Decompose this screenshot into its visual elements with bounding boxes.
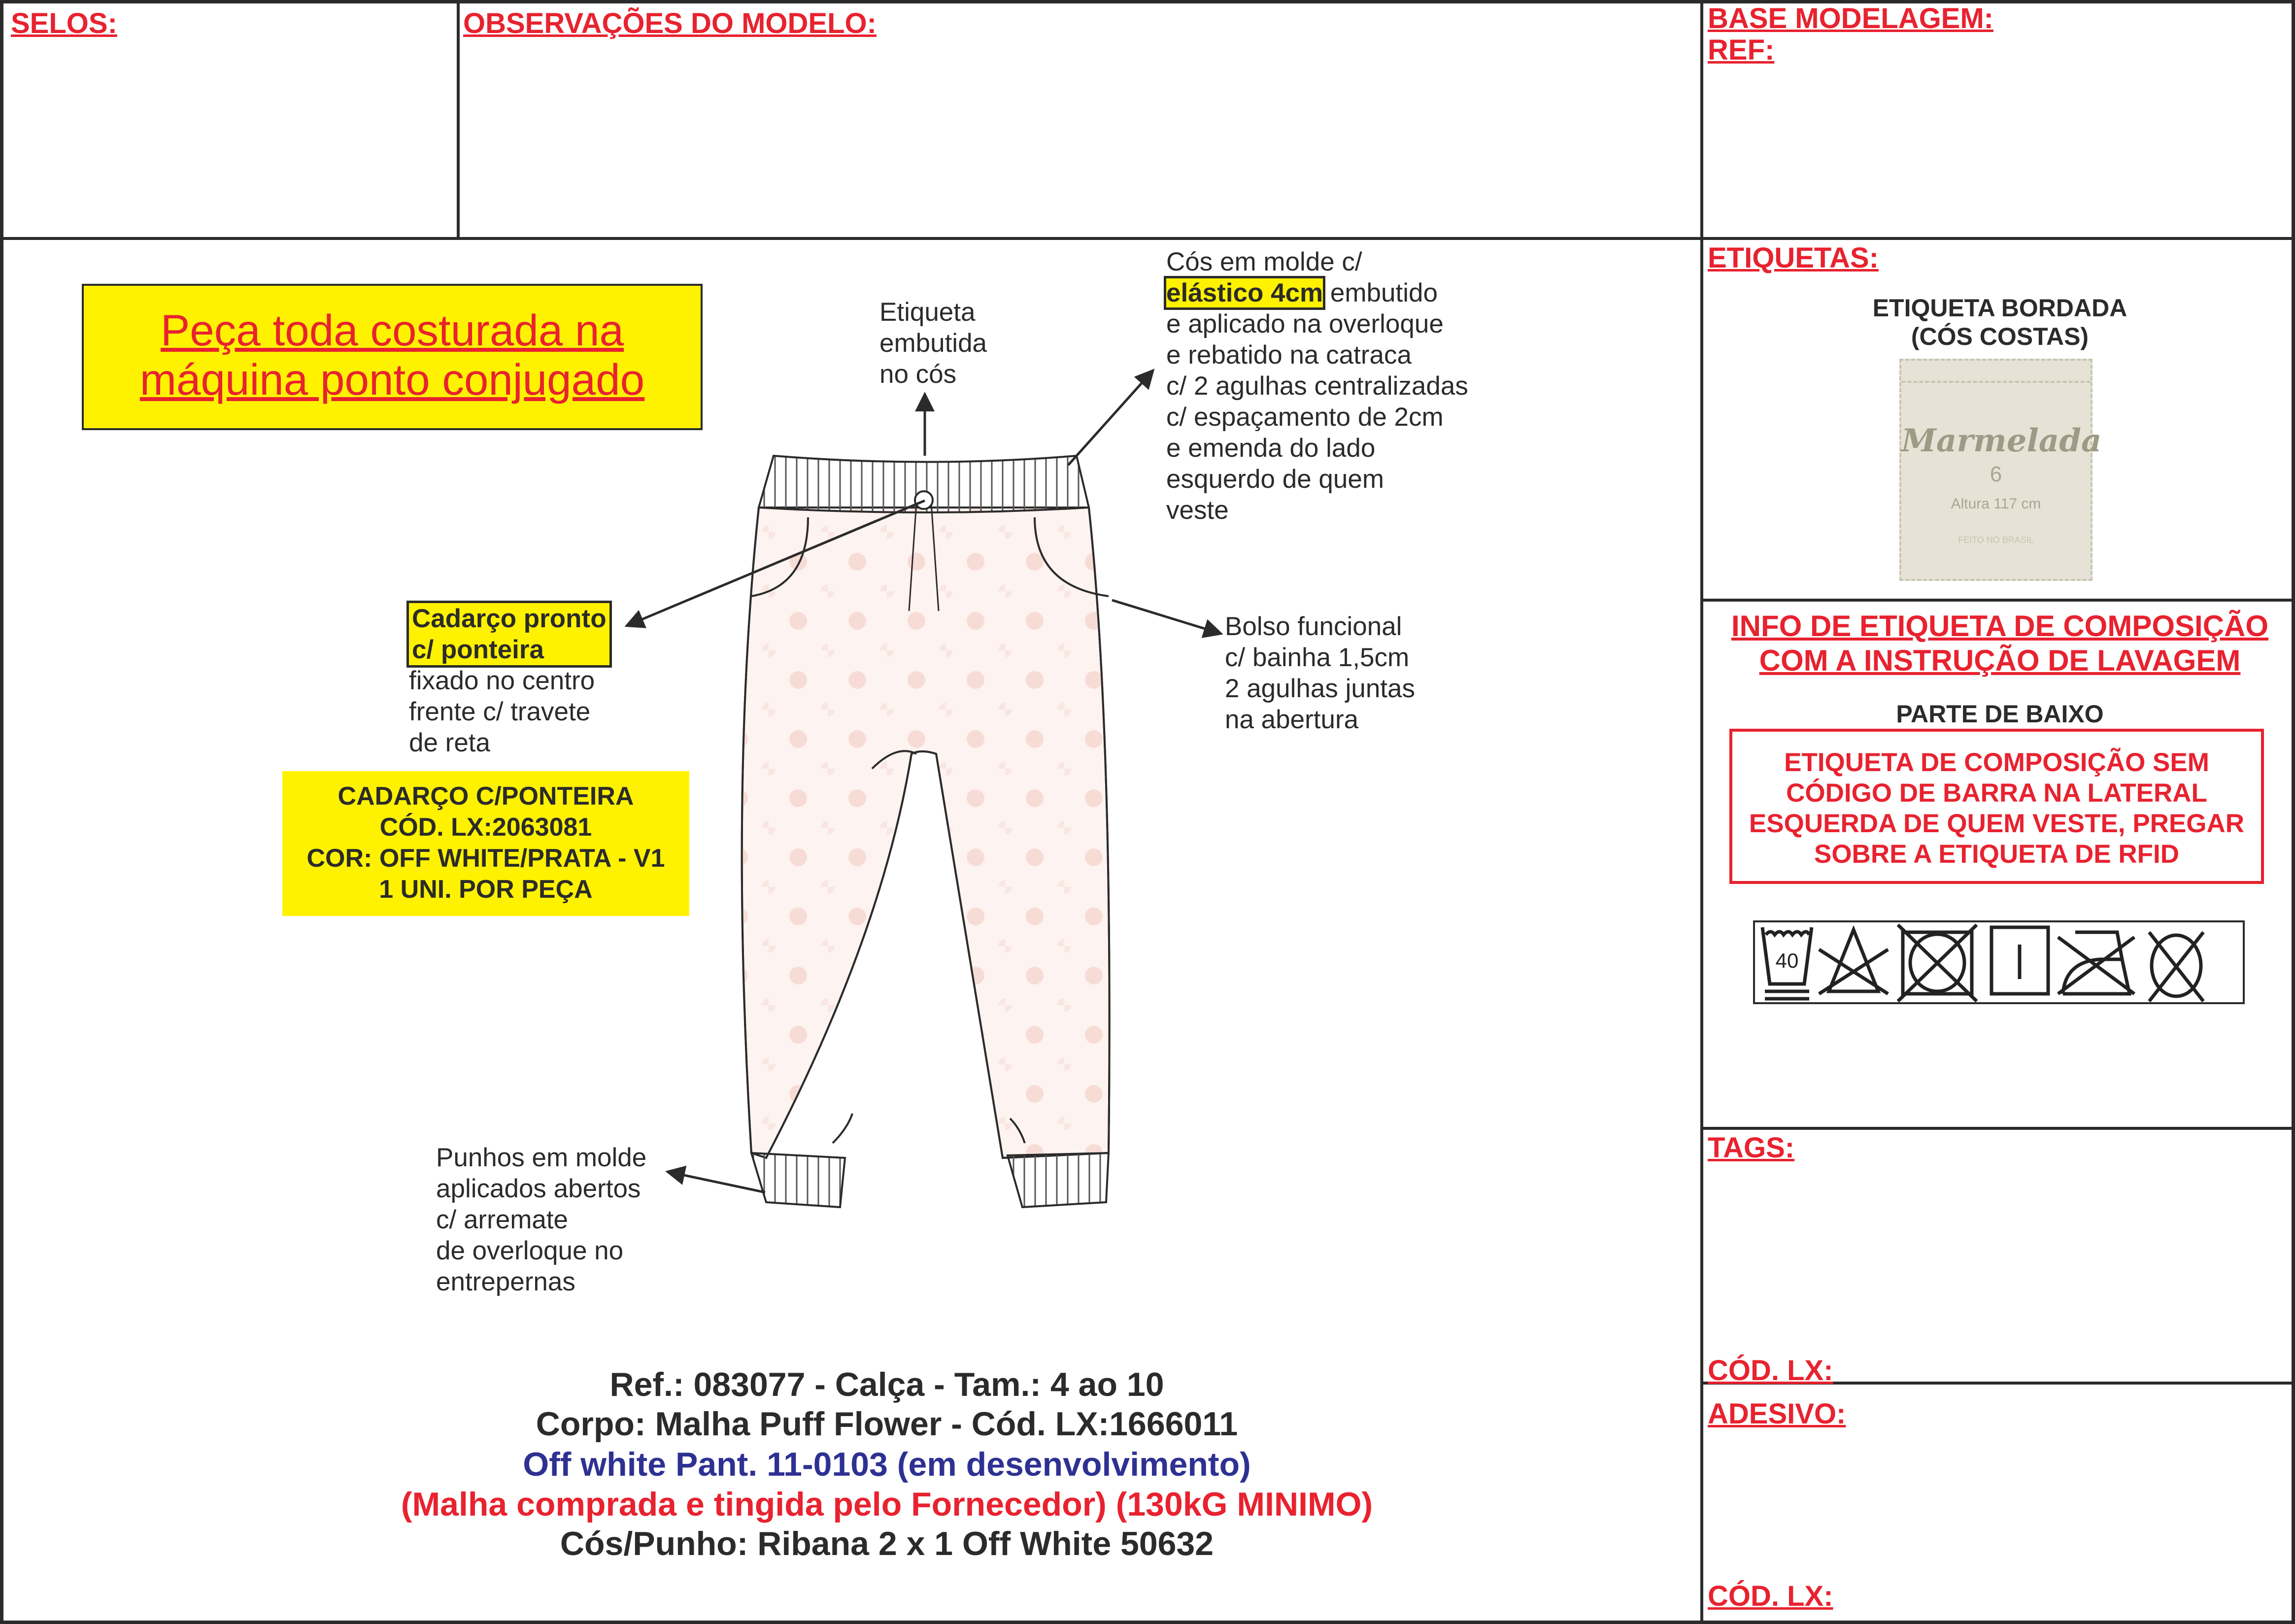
note-line: c/ espaçamento de 2cm <box>1166 403 1444 432</box>
note-line: 2 agulhas juntas <box>1225 674 1416 703</box>
spec-line: COR: OFF WHITE/PRATA - V1 <box>306 844 665 873</box>
border-top <box>0 0 2295 3</box>
note-line: entrepernas <box>436 1267 575 1296</box>
label-made-in: FEITO NO BRASIL <box>1958 535 2034 545</box>
spec-line: 1 UNI. POR PEÇA <box>379 875 593 904</box>
title-line: COM A INSTRUÇÃO DE LAVAGEM <box>1759 644 2241 677</box>
divider-top-row <box>0 237 2295 240</box>
note-line: embutida <box>879 329 987 358</box>
banner-line-2: máquina ponto conjugado <box>139 355 645 404</box>
note-line: na abertura <box>1225 705 1359 734</box>
title-line: ETIQUETA BORDADA <box>1872 294 2127 322</box>
no-tumble-dry-icon <box>1896 923 1978 1003</box>
note-line: Punhos em molde <box>436 1143 647 1172</box>
note-line: elástico 4cm embutido <box>1163 276 1468 310</box>
title-line: (CÓS COSTAS) <box>1911 323 2089 350</box>
border-left <box>0 0 3 1624</box>
divider-selos <box>457 0 460 238</box>
note-line: esquerdo de quem <box>1166 465 1384 494</box>
elastico-highlight: elástico 4cm <box>1163 276 1326 310</box>
label-brand: Marmelada <box>1901 422 2102 459</box>
composicao-title: INFO DE ETIQUETA DE COMPOSIÇÃO COM A INS… <box>1705 609 2295 678</box>
observacoes-header: OBSERVAÇÕES DO MODELO: <box>463 7 877 39</box>
note-line: e emenda do lado <box>1166 434 1376 463</box>
cadarco-spec-box: CADARÇO C/PONTEIRA CÓD. LX:2063081 COR: … <box>282 771 689 916</box>
adesivo-cod-lx: CÓD. LX: <box>1708 1580 1833 1612</box>
note-line: Bolso funcional <box>1225 612 1402 641</box>
woven-label-image: Marmelada 6 Altura 117 cm FEITO NO BRASI… <box>1899 359 2102 581</box>
pants-technical-drawing <box>624 369 1223 1209</box>
etiquetas-header: ETIQUETAS: <box>1708 242 1879 274</box>
instruction-line: ETIQUETA DE COMPOSIÇÃO SEM <box>1784 748 2209 777</box>
note-line: Etiqueta <box>879 298 976 327</box>
note-line: no cós <box>879 360 957 389</box>
note-line: de reta <box>409 728 491 757</box>
ref-header: REF: <box>1708 34 1775 66</box>
no-iron-icon <box>2057 930 2136 996</box>
note-line: c/ bainha 1,5cm <box>1225 643 1410 672</box>
line-dry-icon <box>1990 925 2050 996</box>
note-line: Cadarço pronto <box>412 604 607 633</box>
tags-header: TAGS: <box>1708 1132 1795 1164</box>
note-line: e rebatido na catraca <box>1166 340 1412 370</box>
divider-tags <box>1702 1127 2295 1130</box>
care-symbols-box: 40 <box>1753 920 2245 1004</box>
spec-line: CÓD. LX:2063081 <box>379 813 592 842</box>
label-height: Altura 117 cm <box>1951 496 2041 512</box>
note-line: e aplicado na overloque <box>1166 309 1444 338</box>
malha-line: (Malha comprada e tingida pelo Fornecedo… <box>401 1486 1373 1523</box>
selos-header: SELOS: <box>11 7 117 39</box>
note-text: embutido <box>1323 278 1438 307</box>
spec-line: CADARÇO C/PONTEIRA <box>338 782 634 811</box>
note-line: Cós em molde c/ <box>1166 247 1362 276</box>
pants-body <box>741 454 1111 1209</box>
corpo-line: Corpo: Malha Puff Flower - Cód. LX:16660… <box>536 1405 1238 1443</box>
wash-40-icon <box>1760 927 1814 1001</box>
divider-adesivo <box>1702 1382 2295 1385</box>
wash-temp: 40 <box>1776 949 1799 972</box>
note-line: aplicados abertos <box>436 1174 641 1203</box>
instruction-line: ESQUERDA DE QUEM VESTE, PREGAR <box>1749 809 2245 838</box>
note-line: frente c/ travete <box>409 697 591 726</box>
border-bottom <box>0 1621 2295 1624</box>
cor-line: Off white Pant. 11-0103 (em desenvolvime… <box>523 1446 1251 1483</box>
parte-de-baixo-label: PARTE DE BAIXO <box>1896 700 2104 728</box>
note-line: veste <box>1166 496 1229 525</box>
note-line: c/ 2 agulhas centralizadas <box>1166 372 1468 401</box>
label-size: 6 <box>1990 462 2002 486</box>
composicao-instruction-box: ETIQUETA DE COMPOSIÇÃO SEM CÓDIGO DE BAR… <box>1729 729 2264 884</box>
divider-right-column <box>1700 0 1703 1624</box>
no-bleach-icon <box>1818 925 1889 995</box>
banner-line-1: Peça toda costurada na <box>160 305 624 355</box>
care-symbols: 40 <box>1760 923 2205 1003</box>
note-line: c/ arremate <box>436 1205 569 1234</box>
etiqueta-bordada-title: ETIQUETA BORDADA (CÓS COSTAS) <box>1705 294 2295 351</box>
tags-cod-lx: CÓD. LX: <box>1708 1354 1833 1387</box>
border-right <box>2292 0 2295 1624</box>
note-line: de overloque no <box>436 1236 624 1265</box>
ref-line: Ref.: 083077 - Calça - Tam.: 4 ao 10 <box>609 1366 1164 1403</box>
base-modelagem-header: BASE MODELAGEM: <box>1708 2 1993 34</box>
label-stitch <box>1901 361 2091 383</box>
annotation-arrows <box>624 369 1223 1194</box>
adesivo-header: ADESIVO: <box>1708 1398 1846 1430</box>
no-dry-clean-icon <box>2148 931 2205 1003</box>
cos-punho-line: Cós/Punho: Ribana 2 x 1 Off White 50632 <box>560 1525 1214 1562</box>
instruction-line: SOBRE A ETIQUETA DE RFID <box>1814 840 2180 869</box>
instruction-line: CÓDIGO DE BARRA NA LATERAL <box>1786 778 2207 808</box>
costura-banner: Peça toda costurada na máquina ponto con… <box>82 284 703 430</box>
note-line: c/ ponteira <box>412 635 544 664</box>
note-line: fixado no centro <box>409 666 595 695</box>
divider-etiquetas <box>1702 599 2295 602</box>
title-line: INFO DE ETIQUETA DE COMPOSIÇÃO <box>1731 609 2269 643</box>
